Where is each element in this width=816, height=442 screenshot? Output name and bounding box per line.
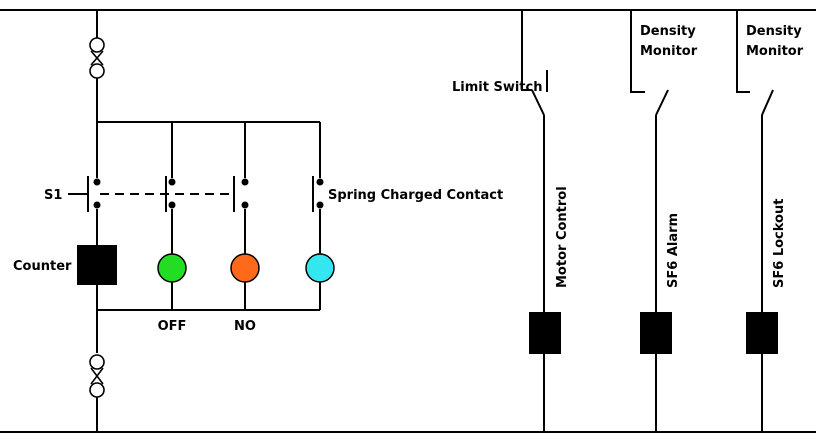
density-monitor-2-line1: Density bbox=[746, 24, 802, 39]
sf6-alarm-label: SF6 Alarm bbox=[666, 213, 681, 288]
limit-switch-label: Limit Switch bbox=[452, 80, 543, 95]
no-label: NO bbox=[234, 319, 256, 334]
counter-coil bbox=[77, 245, 117, 285]
sf6-lockout-coil bbox=[746, 312, 778, 354]
density-monitor-1-line1: Density bbox=[640, 24, 696, 39]
sf6-alarm-circuit: Density Monitor SF6 Alarm bbox=[630, 10, 698, 432]
s1-contact bbox=[68, 122, 101, 245]
spring-charged-label: Spring Charged Contact bbox=[328, 188, 503, 203]
green-lamp bbox=[157, 253, 187, 283]
off-label: OFF bbox=[158, 319, 187, 334]
counter-label: Counter bbox=[13, 259, 72, 274]
spring-charged-contact bbox=[312, 122, 324, 255]
density-monitor-2-line2: Monitor bbox=[746, 44, 804, 59]
motor-control-label: Motor Control bbox=[555, 186, 570, 288]
s1-label: S1 bbox=[44, 188, 62, 203]
density-monitor-1-line2: Monitor bbox=[640, 44, 698, 59]
motor-control-coil bbox=[529, 312, 561, 354]
no-contact bbox=[233, 122, 249, 255]
fuse-bottom bbox=[89, 354, 105, 398]
sf6-lockout-label: SF6 Lockout bbox=[772, 199, 787, 288]
off-contact bbox=[165, 122, 176, 255]
orange-lamp bbox=[230, 253, 260, 283]
motor-control-circuit: Limit Switch Motor Control bbox=[452, 10, 570, 432]
sf6-alarm-coil bbox=[640, 312, 672, 354]
cyan-lamp bbox=[305, 253, 335, 283]
sf6-lockout-circuit: Density Monitor SF6 Lockout bbox=[736, 10, 804, 432]
fuse-top bbox=[89, 37, 105, 79]
left-circuit: S1 Spring Charged Contact Counter OFF NO bbox=[13, 10, 503, 432]
